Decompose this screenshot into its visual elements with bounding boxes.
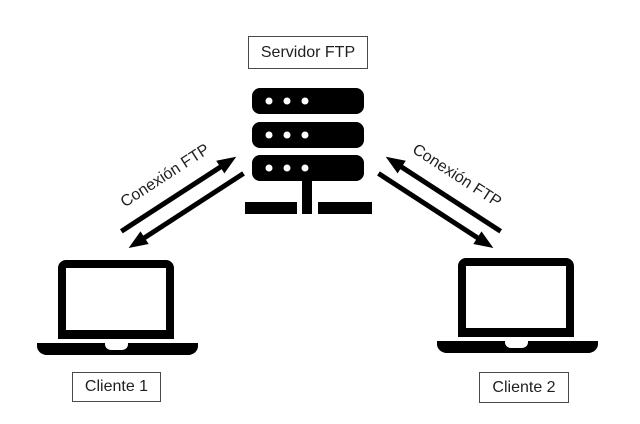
double-arrow-icon: [377, 156, 503, 249]
server-label-box: Servidor FTP: [248, 36, 368, 69]
client1-label: Cliente 1: [84, 378, 149, 395]
laptop-icon: [437, 258, 598, 353]
server-icon: [245, 88, 372, 214]
server-label: Servidor FTP: [260, 43, 356, 61]
laptop-icon: [37, 260, 198, 355]
connection-client1-server: Conexión FTP: [97, 127, 257, 261]
client2-label-box: Cliente 2: [479, 372, 569, 403]
client2-label: Cliente 2: [492, 378, 556, 396]
connection-client2-server: Conexión FTP: [365, 127, 525, 261]
client1-label-box: Cliente 1: [72, 372, 161, 402]
double-arrow-icon: [119, 156, 245, 249]
